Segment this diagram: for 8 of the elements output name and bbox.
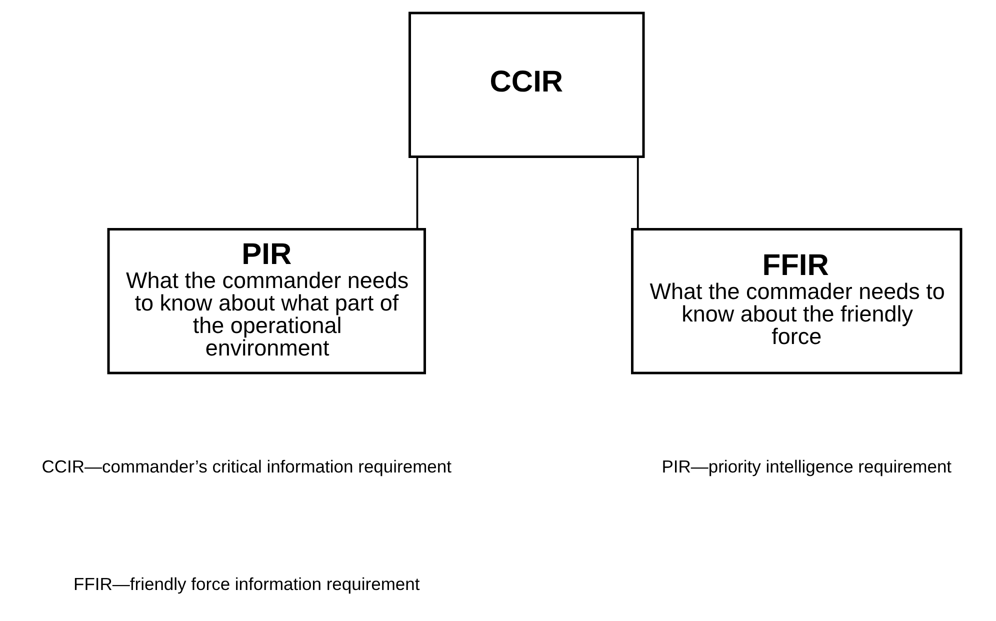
node-box: FFIR What the commader needs to know about the friendly force	[630, 228, 962, 374]
connector	[636, 156, 638, 230]
node-box: CCIR	[408, 12, 644, 158]
node-box: PIR What the commander needs to know about what part of the operational environment	[106, 228, 426, 374]
label: PIR—priority intelligence requirement	[661, 456, 952, 477]
label: CCIR—commander’s critical information requirement	[41, 456, 452, 477]
connector	[416, 156, 418, 230]
label: FFIR—friendly force information requirement	[73, 574, 420, 594]
